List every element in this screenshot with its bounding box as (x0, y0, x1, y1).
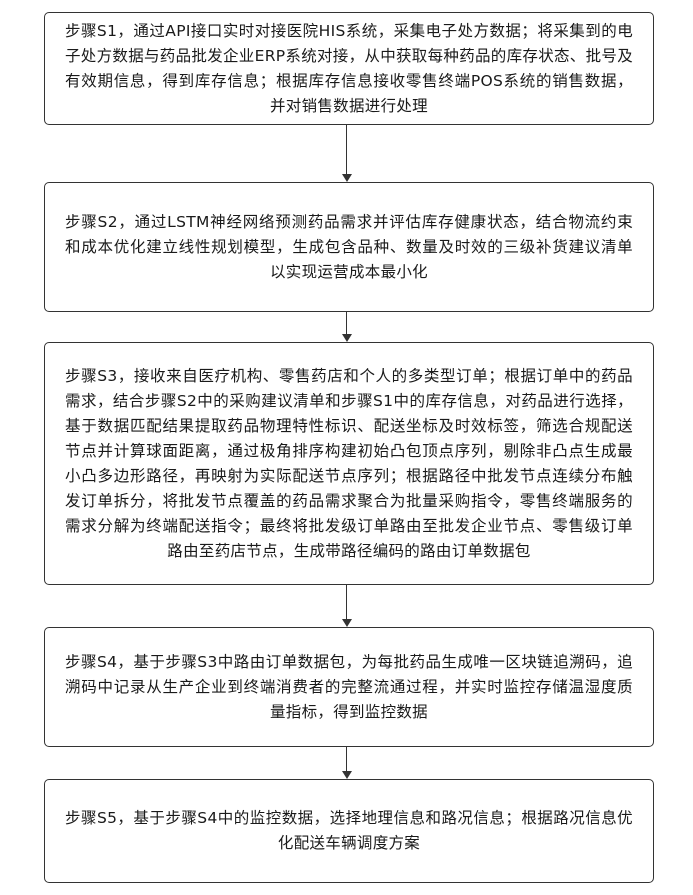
step-s1-box: 步骤S1，通过API接口实时对接医院HIS系统，采集电子处方数据；将采集到的电子… (44, 12, 654, 125)
arrow-s4-to-s5 (342, 747, 352, 779)
step-s5-text: 步骤S5，基于步骤S4中的监控数据，选择地理信息和路况信息；根据路况信息优化配送… (65, 806, 633, 856)
arrow-shaft (346, 585, 347, 619)
step-s1-text: 步骤S1，通过API接口实时对接医院HIS系统，采集电子处方数据；将采集到的电子… (65, 19, 633, 119)
arrow-shaft (346, 747, 347, 771)
step-s2-box: 步骤S2，通过LSTM神经网络预测药品需求并评估库存健康状态，结合物流约束和成本… (44, 182, 654, 312)
arrow-s2-to-s3 (342, 312, 352, 342)
arrow-shaft (346, 125, 347, 174)
arrow-shaft (346, 312, 347, 334)
step-s4-box: 步骤S4，基于步骤S3中路由订单数据包，为每批药品生成唯一区块链追溯码，追溯码中… (44, 627, 654, 747)
arrow-head-icon (342, 174, 352, 182)
step-s4-text: 步骤S4，基于步骤S3中路由订单数据包，为每批药品生成唯一区块链追溯码，追溯码中… (65, 650, 633, 725)
step-s2-text: 步骤S2，通过LSTM神经网络预测药品需求并评估库存健康状态，结合物流约束和成本… (65, 210, 633, 285)
arrow-head-icon (342, 771, 352, 779)
arrow-s1-to-s2 (342, 125, 352, 182)
step-s5-box: 步骤S5，基于步骤S4中的监控数据，选择地理信息和路况信息；根据路况信息优化配送… (44, 779, 654, 883)
arrow-head-icon (342, 619, 352, 627)
arrow-s3-to-s4 (342, 585, 352, 627)
step-s3-box: 步骤S3，接收来自医疗机构、零售药店和个人的多类型订单；根据订单中的药品需求，结… (44, 342, 654, 585)
arrow-head-icon (342, 334, 352, 342)
step-s3-text: 步骤S3，接收来自医疗机构、零售药店和个人的多类型订单；根据订单中的药品需求，结… (65, 364, 633, 564)
